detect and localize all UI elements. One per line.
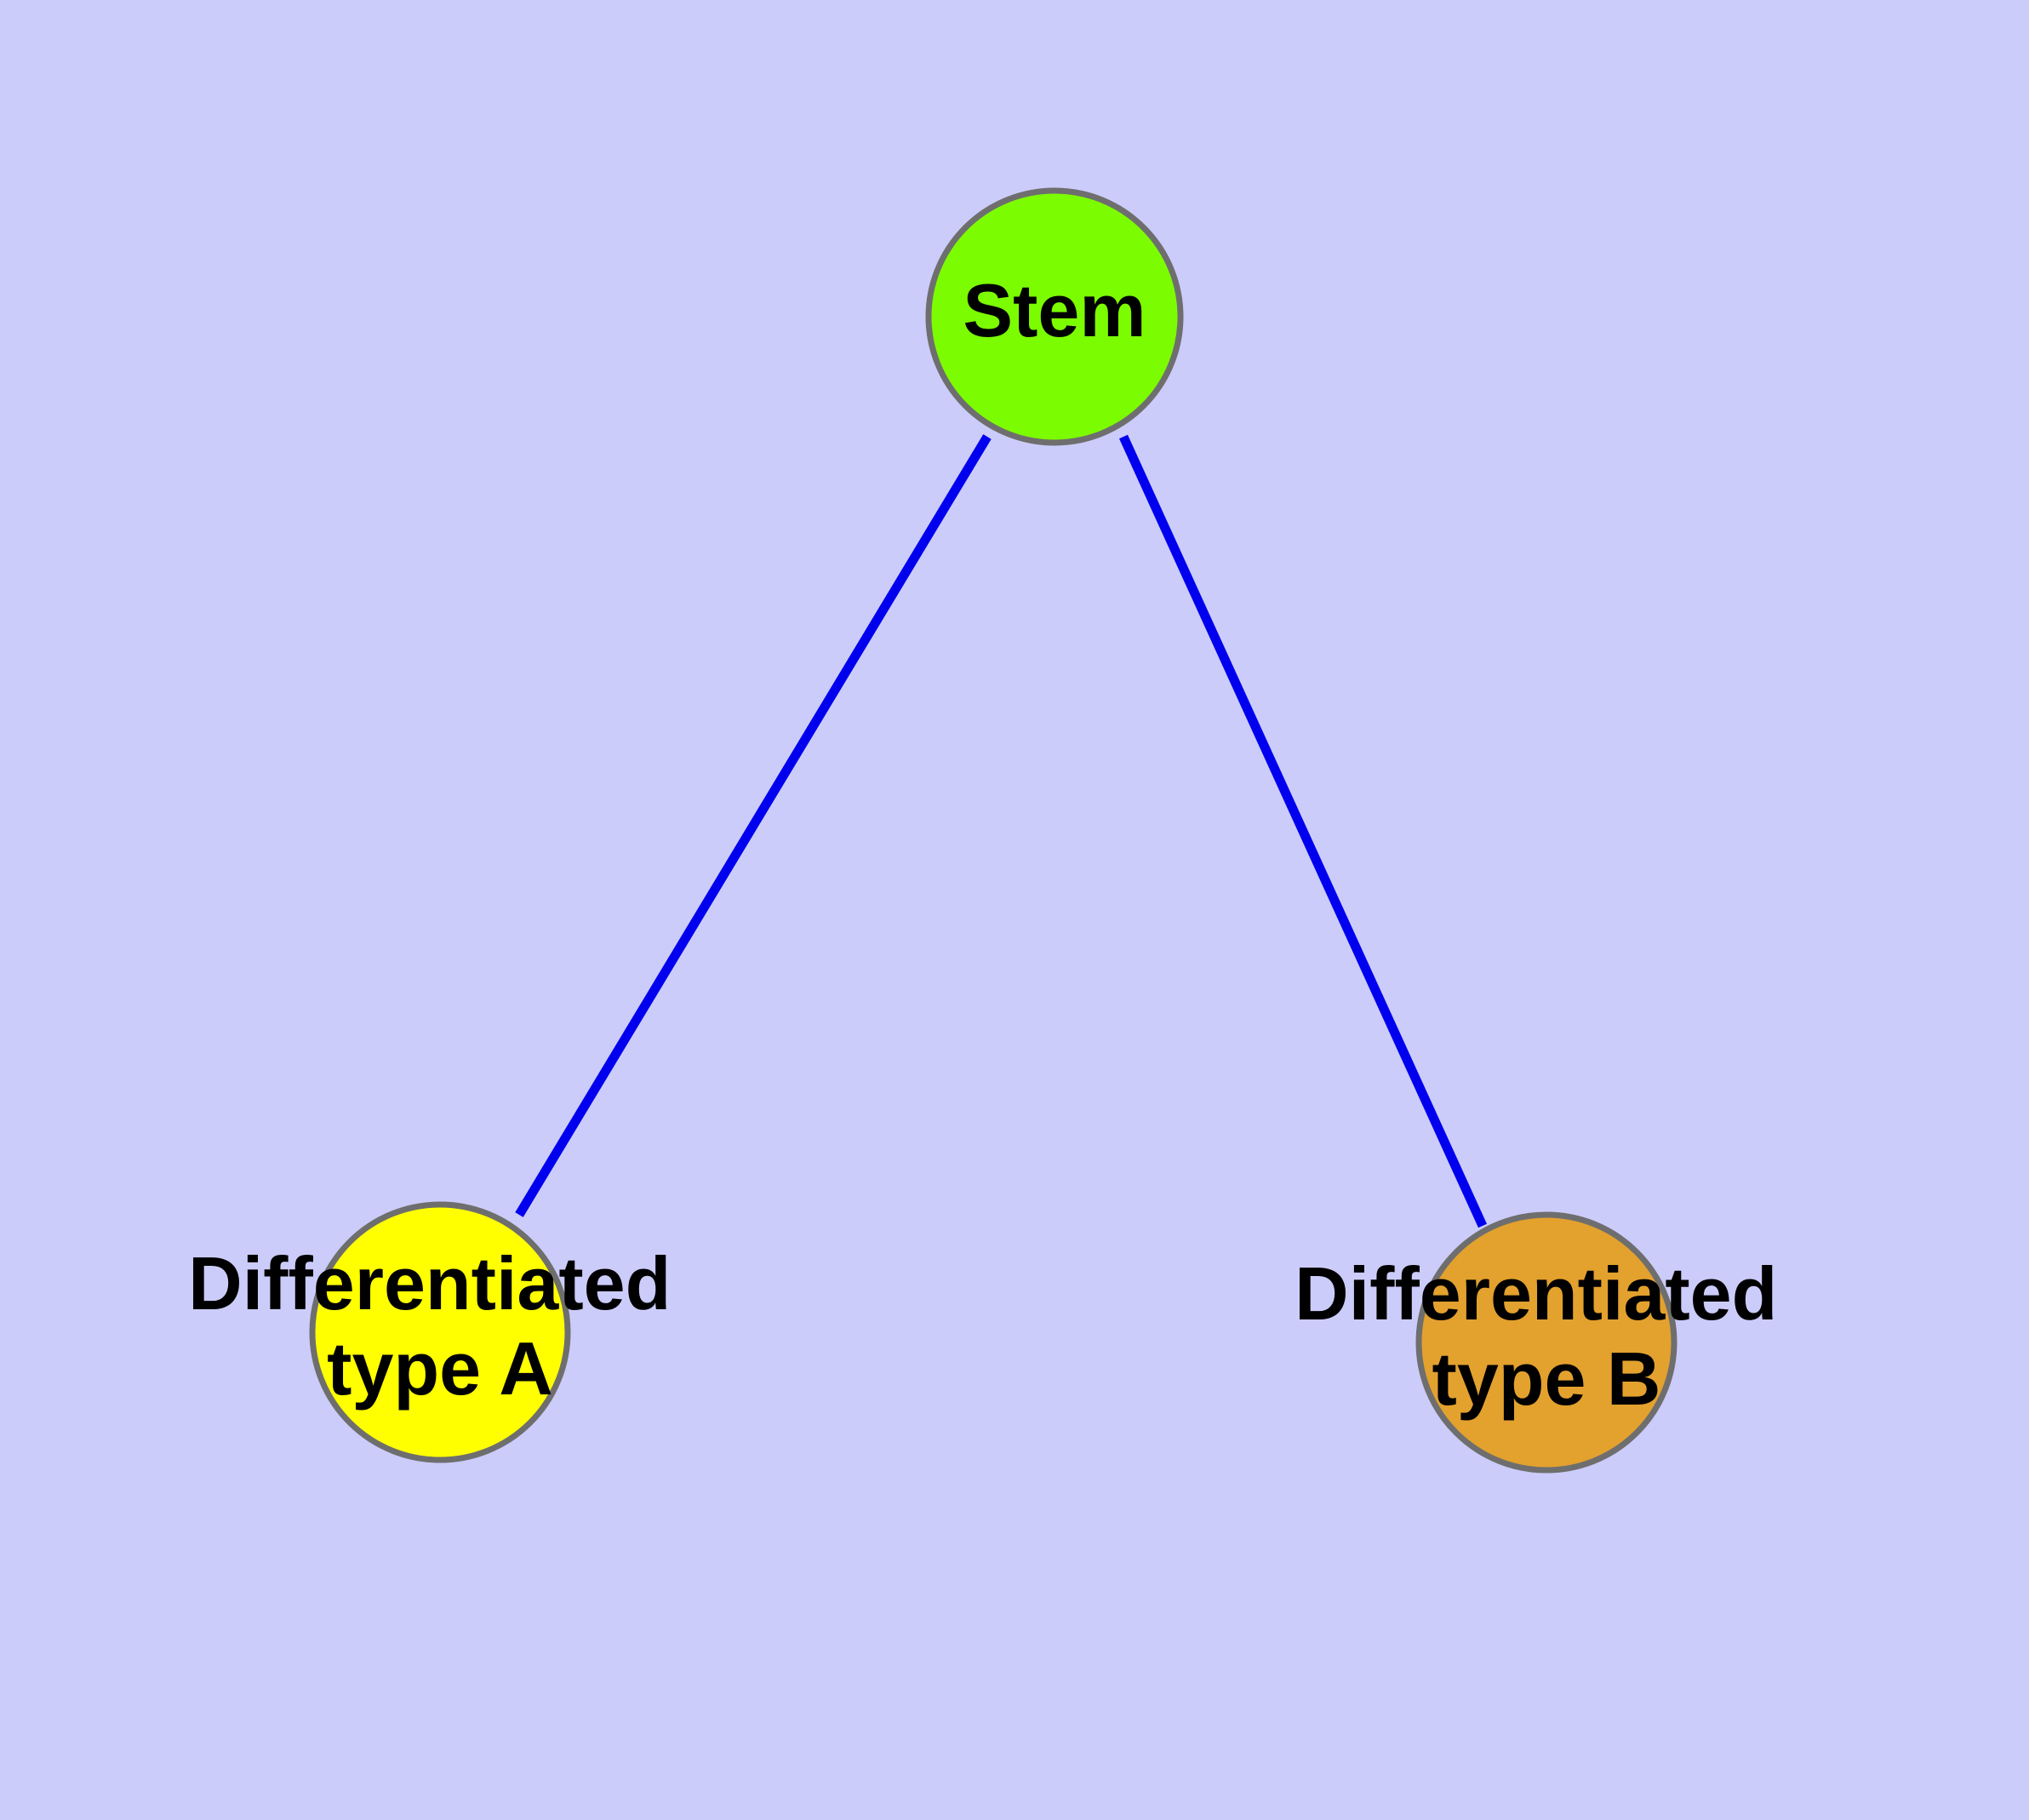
edge-layer (515, 434, 1488, 1228)
node-stem-label: Stem (963, 268, 1146, 352)
node-diff-a[interactable]: Differentiated type A (188, 1201, 692, 1463)
node-diff-a-label: Differentiated type A (188, 1241, 692, 1411)
edge-stem-to-diff-a[interactable] (515, 434, 992, 1217)
node-diff-b-circle[interactable] (1415, 1211, 1677, 1474)
node-stem-label-line-1: Stem (963, 268, 1146, 352)
node-diff-a-label-line-1: Differentiated (188, 1241, 671, 1325)
node-diff-a-label-line-2: type A (327, 1326, 553, 1411)
node-diff-b-label: Differentiated type B (1295, 1251, 1798, 1421)
node-stem[interactable]: Stem (925, 187, 1184, 446)
node-stem-circle[interactable] (925, 187, 1184, 446)
node-layer: Stem Differentiated type A Differentiate… (188, 187, 1798, 1474)
node-diff-a-circle[interactable] (309, 1201, 571, 1463)
node-diff-b[interactable]: Differentiated type B (1295, 1211, 1798, 1474)
edge-stem-to-diff-b[interactable] (1118, 434, 1488, 1228)
node-diff-b-label-line-2: type B (1432, 1336, 1661, 1421)
node-diff-b-label-line-1: Differentiated (1295, 1251, 1777, 1336)
